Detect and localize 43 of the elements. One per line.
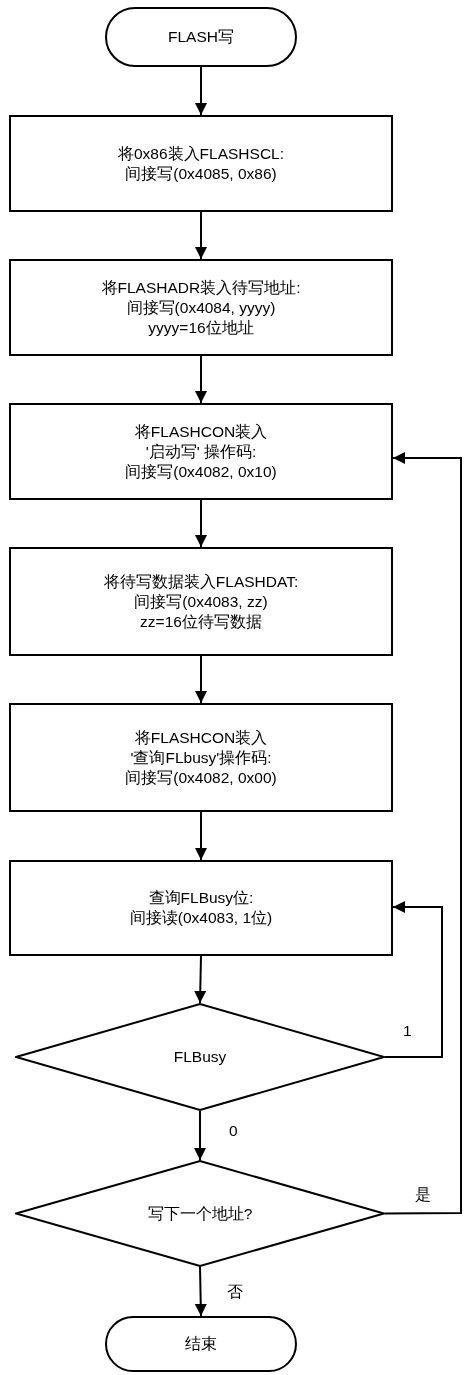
node-text: 将待写数据装入FLASHDAT: [103, 571, 299, 592]
process-box [9, 860, 393, 956]
process-box [9, 703, 393, 812]
node-text: yyyy=16位地址 [148, 317, 254, 338]
edge-label: 否 [226, 1283, 244, 1301]
node-text: 间接写(0x4083, zz) [134, 591, 268, 612]
arrow [195, 655, 207, 704]
process-box [9, 403, 393, 500]
node-text: zz=16位待写数据 [140, 611, 262, 632]
node-text: 间接写(0x4085, 0x86) [125, 163, 277, 184]
edge-label: 是 [414, 1186, 432, 1204]
node-text: 写下一个地址? [147, 1203, 253, 1224]
node-text: 结束 [185, 1334, 217, 1354]
node-text: 间接写(0x4082, 0x00) [125, 767, 277, 788]
arrow [384, 452, 462, 1215]
node-text: 将FLASHADR装入待写地址: [101, 277, 301, 298]
arrow [195, 499, 207, 548]
arrow [195, 66, 207, 116]
arrow [195, 211, 207, 260]
node-text: 将0x86装入FLASHSCL: [118, 143, 284, 164]
arrow [195, 355, 207, 404]
node-text: 间接写(0x4084, yyyy) [126, 297, 276, 318]
decision-diamond [15, 1003, 385, 1111]
node-text: '查询FLbusy'操作码: [130, 747, 272, 768]
terminal-shape [105, 1316, 297, 1372]
arrow [384, 901, 443, 1058]
arrow [194, 1110, 206, 1161]
arrow [194, 1266, 207, 1317]
node-text: '启动写' 操作码: [145, 441, 257, 462]
node-text: 查询FLBusy位: [148, 888, 254, 908]
process-box [9, 115, 393, 212]
arrow [195, 811, 207, 861]
process-box [9, 259, 393, 356]
process-box [9, 547, 393, 656]
node-text: FLASH写 [168, 27, 234, 47]
node-text: 将FLASHCON装入 [134, 421, 268, 442]
decision-diamond [15, 1160, 385, 1267]
node-text: 间接写(0x4082, 0x10) [125, 461, 277, 482]
node-text: FLBusy [173, 1047, 227, 1067]
node-text: 将FLASHCON装入 [134, 727, 268, 748]
node-text: 间接读(0x4083, 1位) [129, 908, 273, 928]
arrow [194, 955, 207, 1004]
terminal-shape [105, 7, 297, 67]
